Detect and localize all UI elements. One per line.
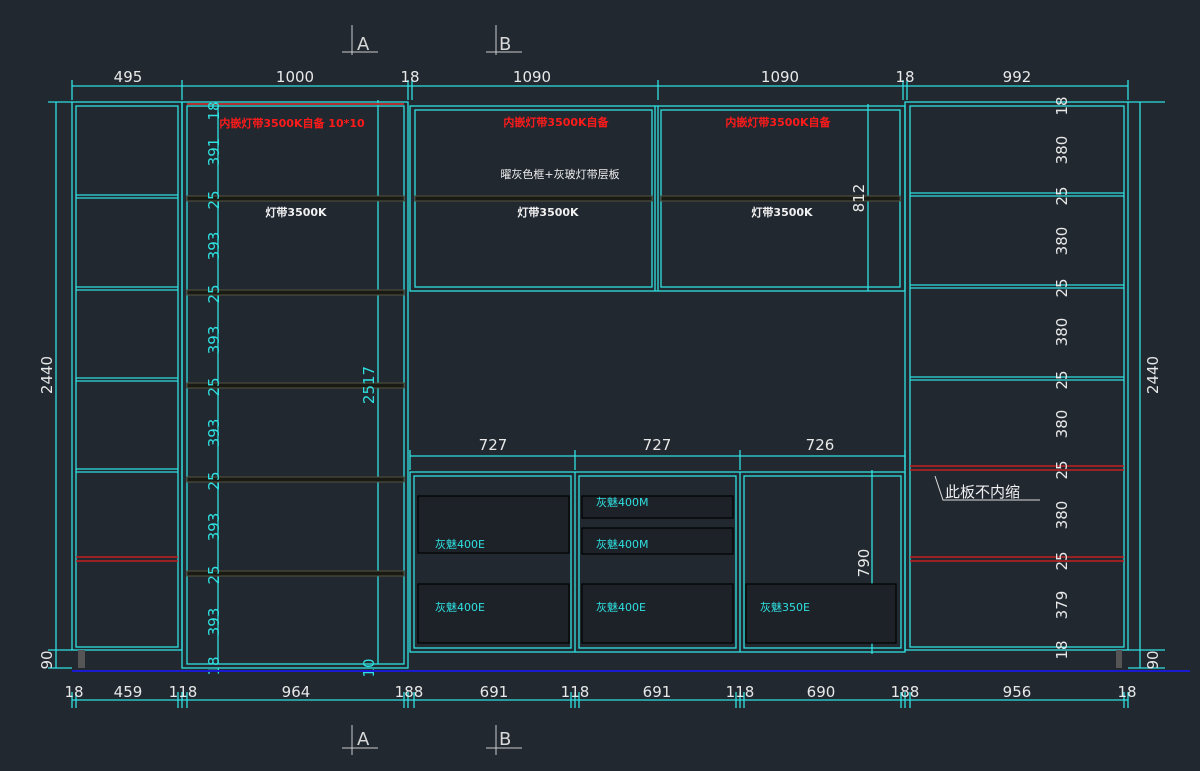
dim-text: 25: [205, 284, 223, 303]
section-marker-a-top: A: [342, 25, 378, 55]
dim-text: 18: [400, 68, 419, 86]
dim-text: 393: [205, 326, 223, 355]
led-note: 内嵌灯带3500K自备: [725, 115, 831, 129]
dim-text: 188: [891, 683, 920, 701]
dim-text: 18: [1053, 640, 1071, 659]
dim-text: 118: [726, 683, 755, 701]
base-drawer-cabinets: 灰魅400E 灰魅400E 灰魅400M 灰魅400M 灰魅400E 灰魅350…: [409, 470, 906, 654]
top-dimension-line: 495 1000 18 1090 1090 18 992: [71, 68, 1129, 100]
dim-text: 25: [1053, 460, 1071, 479]
section-label: B: [499, 34, 511, 55]
dim-text: 380: [1053, 410, 1071, 439]
drawer-label: 灰魅400E: [435, 537, 485, 551]
led-strip-label: 灯带3500K: [751, 205, 813, 219]
section-label: B: [499, 729, 511, 750]
drawer-label: 灰魅400E: [596, 600, 646, 614]
led-strip-label: 灯带3500K: [517, 205, 579, 219]
dim-text: 380: [1053, 318, 1071, 347]
right-open-shelf-cabinet: 此板不内缩 18 380 25 380 25 380 25 380 25 380…: [904, 96, 1129, 668]
dim-text: 1090: [513, 68, 551, 86]
dim-text: 393: [205, 513, 223, 542]
dim-text: 992: [1003, 68, 1032, 86]
dim-text: 25: [1053, 551, 1071, 570]
dim-text: 25: [205, 565, 223, 584]
dim-text: 18: [205, 101, 223, 120]
dim-text: 18: [205, 656, 223, 675]
dim-text: 1000: [276, 68, 314, 86]
dim-text: 188: [395, 683, 424, 701]
dim-text: 90: [1144, 650, 1162, 669]
dim-text: 25: [205, 377, 223, 396]
dim-text: 690: [807, 683, 836, 701]
section-label: A: [357, 34, 370, 55]
dim-text: 726: [806, 436, 835, 454]
drawer-label: 灰魅350E: [760, 600, 810, 614]
bottom-dimension-line: 18 459 118 964 188 691 118 691 118 690 1…: [64, 683, 1137, 708]
overall-height-left: 2440 90: [38, 101, 72, 670]
section-marker-b-bottom: B: [486, 725, 522, 755]
section-label: A: [357, 729, 370, 750]
dim-text: 956: [1003, 683, 1032, 701]
dim-text: 393: [205, 232, 223, 261]
led-strip-label: 灯带3500K: [265, 205, 327, 219]
dim-text: 691: [643, 683, 672, 701]
base-cabinet-width-dims: 727 727 726: [409, 436, 906, 470]
dim-text: 2440: [38, 356, 56, 394]
dim-text: 25: [1053, 186, 1071, 205]
dim-text: 691: [480, 683, 509, 701]
dim-text: 90: [38, 650, 56, 669]
dim-text: 18: [895, 68, 914, 86]
dim-text: 10: [360, 658, 378, 677]
dim-text: 380: [1053, 136, 1071, 165]
section-marker-b-top: B: [486, 25, 522, 55]
dim-text: 812: [850, 184, 868, 213]
dim-text: 495: [114, 68, 143, 86]
dim-text: 393: [205, 419, 223, 448]
shelf-material-note: 曜灰色框+灰玻灯带层板: [500, 167, 619, 181]
upper-wall-cabinets: 内嵌灯带3500K自备 内嵌灯带3500K自备 曜灰色框+灰玻灯带层板 灯带35…: [409, 104, 906, 292]
dim-text: 964: [282, 683, 311, 701]
dim-text: 2517: [360, 366, 378, 404]
dim-text: 393: [205, 608, 223, 637]
dim-text: 118: [561, 683, 590, 701]
dim-text: 25: [205, 471, 223, 490]
dim-text: 790: [855, 549, 873, 578]
led-note: 内嵌灯带3500K自备 10*10: [219, 116, 365, 130]
dim-text: 18: [1053, 96, 1071, 115]
tall-shelf-cabinet: 内嵌灯带3500K自备 10*10 灯带3500K 18 391 25 393 …: [181, 100, 409, 678]
dim-text: 25: [1053, 370, 1071, 389]
dim-text: 25: [205, 190, 223, 209]
overall-height-right: 2440 90: [1128, 101, 1165, 670]
dim-text: 118: [169, 683, 198, 701]
dim-text: 379: [1053, 591, 1071, 620]
dim-text: 380: [1053, 227, 1071, 256]
section-marker-a-bottom: A: [342, 725, 378, 755]
dim-text: 2440: [1144, 356, 1162, 394]
dim-text: 1090: [761, 68, 799, 86]
drawer-label: 灰魅400M: [596, 495, 649, 509]
led-note: 内嵌灯带3500K自备: [503, 115, 609, 129]
left-open-shelf-cabinet: [71, 101, 183, 668]
dim-text: 727: [643, 436, 672, 454]
no-inset-note: 此板不内缩: [945, 483, 1020, 501]
dim-text: 18: [64, 683, 83, 701]
dim-text: 25: [1053, 278, 1071, 297]
dim-text: 391: [205, 138, 223, 167]
dim-text: 727: [479, 436, 508, 454]
drawer-label: 灰魅400M: [596, 537, 649, 551]
dim-text: 459: [114, 683, 143, 701]
drawer-label: 灰魅400E: [435, 600, 485, 614]
dim-text: 380: [1053, 501, 1071, 530]
dim-text: 18: [1117, 683, 1136, 701]
